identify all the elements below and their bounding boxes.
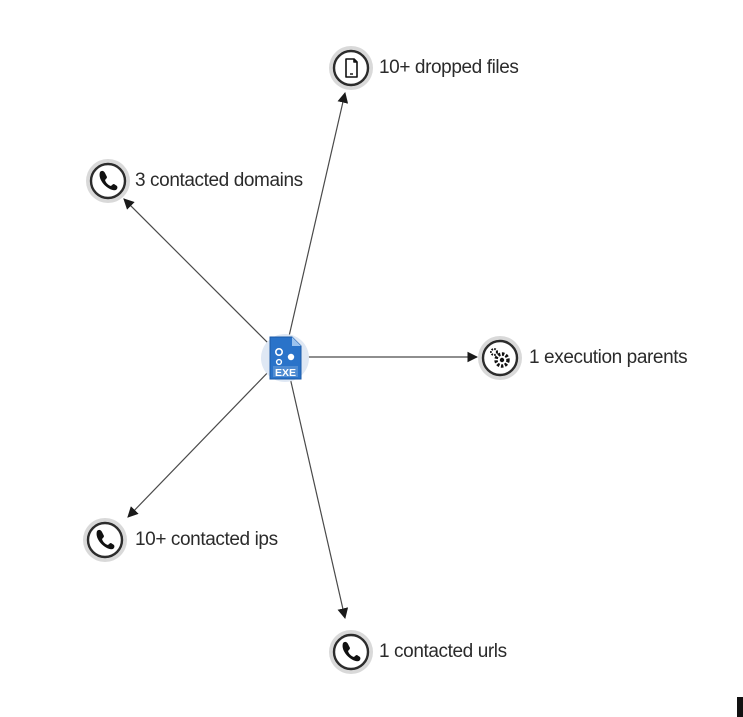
edge-contacted-urls	[288, 372, 349, 620]
node-contacted-domains[interactable]	[86, 159, 130, 203]
file-icon	[345, 58, 358, 78]
label-dropped-files[interactable]: 10+ dropped files	[379, 57, 519, 78]
edge-fragment	[737, 697, 743, 717]
gear-icon	[490, 348, 510, 368]
phone-icon	[342, 641, 361, 662]
phone-icon	[99, 170, 118, 191]
edge-dropped-files	[286, 91, 349, 346]
edge-contacted-domains	[123, 198, 276, 351]
node-dropped-files[interactable]	[329, 46, 373, 90]
node-execution-parents[interactable]	[478, 336, 522, 380]
node-contacted-ips[interactable]	[83, 518, 127, 562]
exe-badge: EXE	[275, 367, 296, 379]
edge-contacted-ips	[127, 365, 275, 518]
phone-icon	[96, 529, 115, 550]
exe-file-icon[interactable]: EXE	[261, 334, 309, 382]
label-contacted-domains[interactable]: 3 contacted domains	[135, 170, 303, 191]
node-contacted-urls[interactable]	[329, 630, 373, 674]
label-contacted-urls[interactable]: 1 contacted urls	[379, 641, 507, 662]
label-execution-parents[interactable]: 1 execution parents	[529, 347, 688, 368]
label-contacted-ips[interactable]: 10+ contacted ips	[135, 529, 278, 550]
